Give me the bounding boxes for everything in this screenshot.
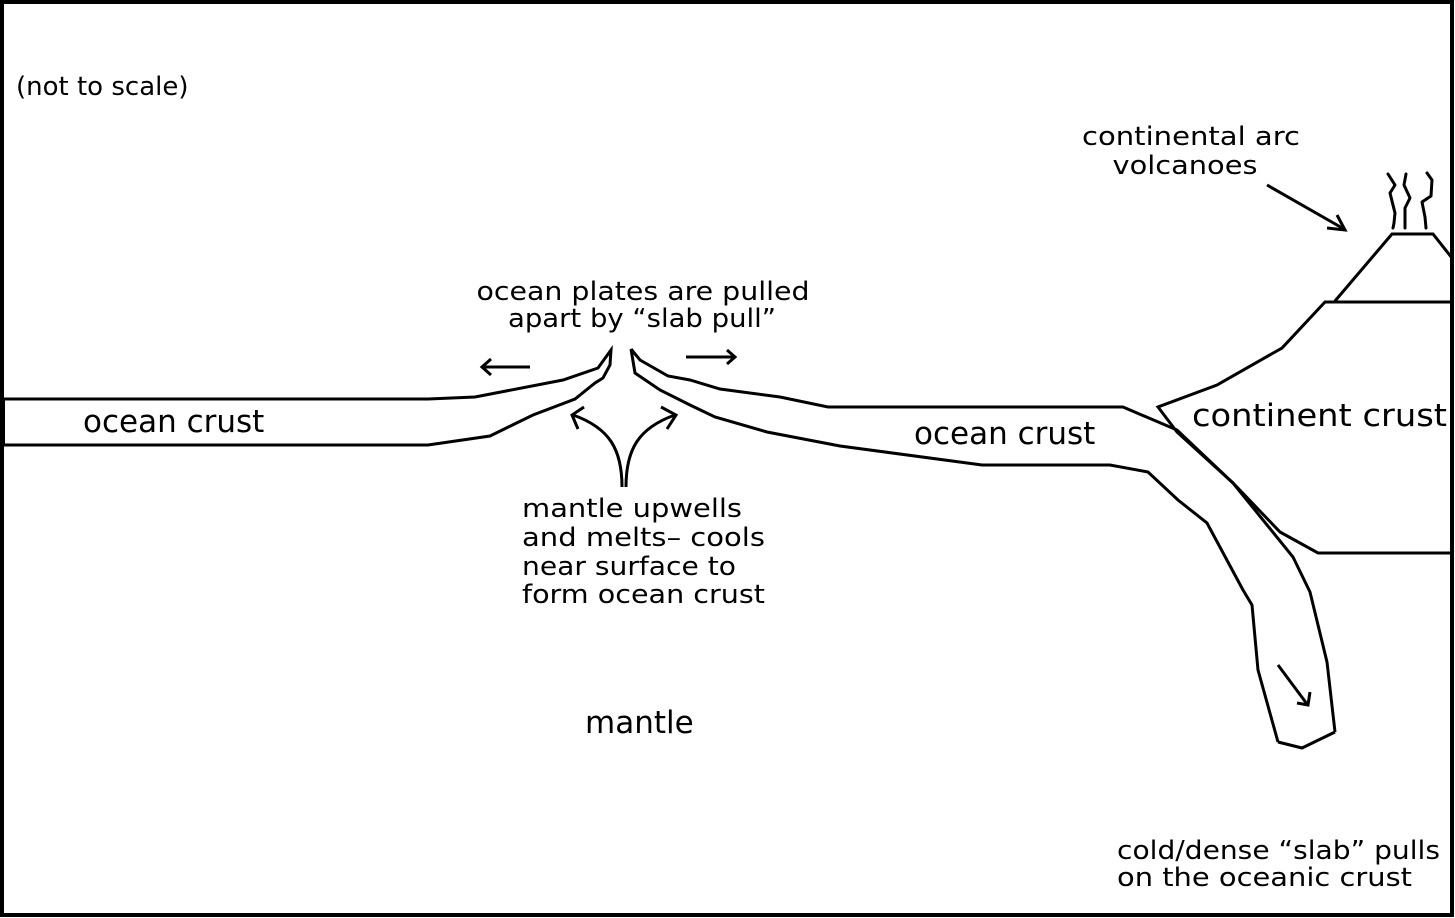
- volcano-caption: continental arc volcanoes: [1082, 122, 1300, 181]
- right-ocean-plate: [629, 348, 1337, 750]
- slab-pull-caption-line2: apart by “slab pull”: [508, 304, 776, 334]
- curved-arrow-up-left-icon: [570, 405, 624, 488]
- continent-top-edge: [1155, 300, 1452, 555]
- upwelling-caption-line3: near surface to: [522, 552, 736, 582]
- slab-tip: [1277, 730, 1336, 750]
- upwelling-caption: mantle upwells and melts– cools near sur…: [522, 494, 765, 610]
- curved-arrow-up-right-icon: [624, 405, 679, 488]
- volcano: [1333, 171, 1454, 302]
- volcano-cone: [1333, 232, 1454, 302]
- smoke-wisp-icon: [1420, 171, 1434, 230]
- arrow-left-icon: [479, 357, 530, 377]
- label-continent-crust: continent crust: [1192, 398, 1447, 434]
- arrow-right-icon: [686, 348, 738, 366]
- scale-note: (not to scale): [16, 72, 189, 102]
- smoke-wisp-icon: [1402, 172, 1412, 230]
- label-ocean-crust-right: ocean crust: [914, 416, 1095, 452]
- upwelling-caption-line4: form ocean crust: [522, 580, 765, 610]
- slab-caption-line1: cold/dense “slab” pulls: [1117, 836, 1440, 866]
- label-ocean-crust-left: ocean crust: [83, 404, 264, 440]
- volcano-pointer-arrow-icon: [1266, 183, 1348, 232]
- slab-direction-arrow-icon: [1276, 664, 1312, 707]
- slab-caption: cold/dense “slab” pulls on the oceanic c…: [1117, 836, 1440, 893]
- upwelling-caption-line1: mantle upwells: [522, 494, 742, 524]
- right-plate-top-edge: [629, 348, 1337, 733]
- frame-left-crust-edge: [0, 398, 5, 446]
- smoke-wisp-icon: [1386, 172, 1397, 230]
- volcano-caption-line1: continental arc: [1082, 122, 1300, 152]
- label-mantle: mantle: [585, 705, 694, 741]
- continent: [1155, 300, 1452, 555]
- slab-pull-caption: ocean plates are pulled apart by “slab p…: [477, 277, 810, 334]
- slab-pull-caption-line1: ocean plates are pulled: [477, 277, 810, 307]
- upwelling-caption-line2: and melts– cools: [522, 523, 765, 553]
- volcano-caption-line2: volcanoes: [1113, 151, 1258, 181]
- slab-caption-line2: on the oceanic crust: [1117, 863, 1412, 893]
- left-plate-top-edge: [4, 344, 613, 447]
- right-plate-bottom-edge: [629, 348, 1280, 743]
- left-ocean-plate: [4, 344, 613, 447]
